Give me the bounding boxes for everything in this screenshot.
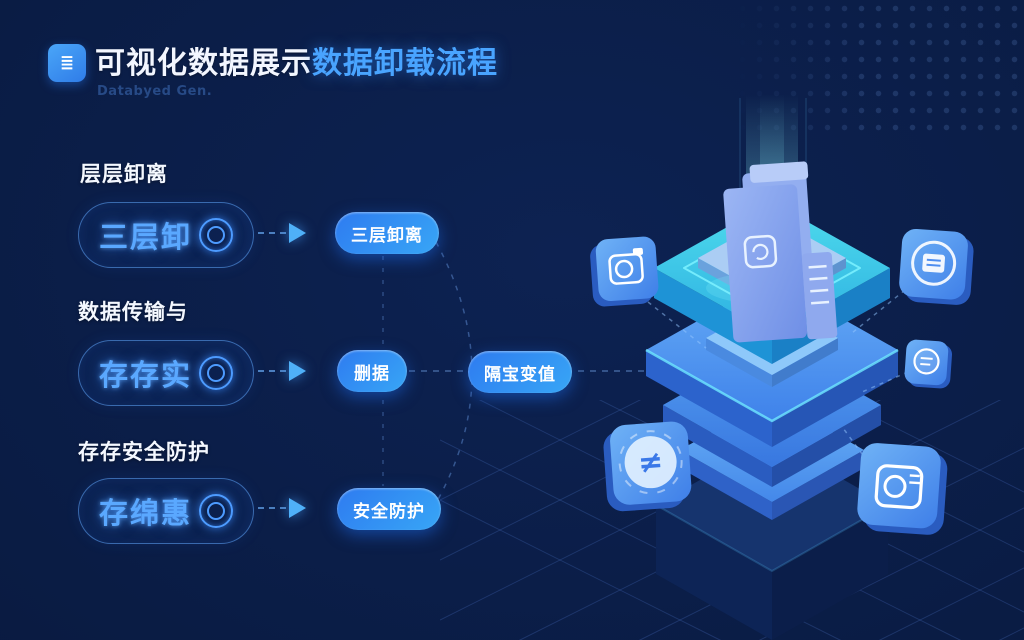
center-node-pill: 隔宝变值 bbox=[468, 351, 572, 393]
page-subtitle: Databyed Gen. bbox=[97, 84, 213, 99]
page-title-primary: 可视化数据展示 bbox=[95, 46, 312, 81]
row2-heading: 数据传输与 bbox=[78, 300, 188, 324]
list-page bbox=[801, 251, 838, 340]
row3-source-pill: 存绵惠 bbox=[78, 478, 254, 544]
document-list-icon: ≣ bbox=[59, 53, 75, 73]
row3-source-label: 存绵惠 bbox=[98, 496, 192, 530]
page-title: 可视化数据展示数据卸载流程 bbox=[95, 38, 498, 82]
arrow-dash bbox=[258, 507, 286, 509]
page-title-accent: 数据卸载流程 bbox=[312, 46, 498, 81]
logo-tile: ≣ bbox=[48, 44, 86, 82]
arrow-right-icon bbox=[258, 223, 306, 243]
arrow-dash bbox=[258, 232, 286, 234]
cyan-edge-glow bbox=[645, 348, 899, 423]
row1-target-pill: 三层卸离 bbox=[335, 212, 439, 254]
chat-database-icon bbox=[899, 228, 974, 305]
arrow-right-icon bbox=[258, 361, 306, 381]
circle-seal-icon bbox=[199, 356, 233, 390]
isometric-stack-illustration: ≠ bbox=[440, 94, 1024, 640]
row1-source-pill: 三层卸 bbox=[78, 202, 254, 268]
arrow-head bbox=[289, 498, 306, 518]
chat-bubble-icon bbox=[904, 339, 953, 389]
document-stack bbox=[723, 161, 838, 343]
circle-seal-icon bbox=[199, 494, 233, 528]
sync-glyph-icon bbox=[743, 234, 778, 269]
circle-seal-icon bbox=[199, 218, 233, 252]
camera-icon bbox=[590, 236, 659, 307]
row2-source-label: 存存实 bbox=[98, 358, 192, 392]
row3-heading: 存存安全防护 bbox=[78, 440, 210, 464]
row1-source-label: 三层卸 bbox=[98, 220, 192, 254]
camera-frame-icon bbox=[857, 443, 948, 535]
not-equal-glyph: ≠ bbox=[637, 444, 665, 481]
arrow-head bbox=[289, 223, 306, 243]
not-equal-bubble-icon: ≠ bbox=[603, 421, 692, 512]
arrow-right-icon bbox=[258, 498, 306, 518]
arrow-dash bbox=[258, 370, 286, 372]
row2-target-pill: 删据 bbox=[337, 350, 407, 392]
arrow-head bbox=[289, 361, 306, 381]
row1-heading: 层层卸离 bbox=[80, 162, 168, 186]
row2-source-pill: 存存实 bbox=[78, 340, 254, 406]
row3-target-pill: 安全防护 bbox=[337, 488, 441, 530]
